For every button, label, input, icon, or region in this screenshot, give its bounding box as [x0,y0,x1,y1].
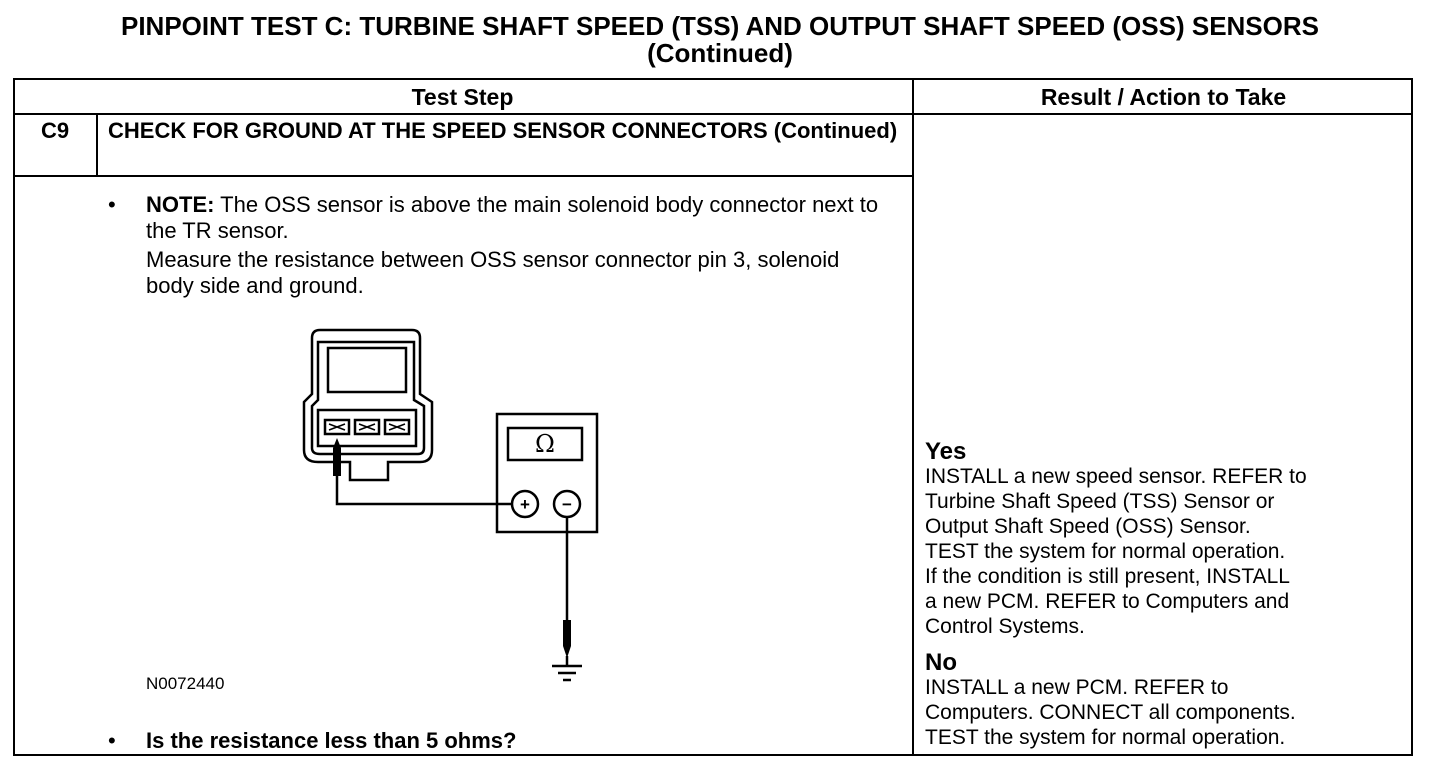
connector-pin-3 [383,418,411,436]
negative-probe-tip [563,620,571,658]
column-divider [912,78,914,756]
no-line-2: Computers. CONNECT all components. [925,701,1296,724]
bullet-2: • [108,728,116,753]
connector-pin-area [316,408,418,448]
multimeter-display [506,426,584,462]
ground-symbol [552,656,582,682]
positive-lead-wire [335,472,512,506]
step-id-divider [96,113,98,175]
yes-line-7: Control Systems. [925,615,1085,638]
figure-id: N0072440 [146,674,225,693]
yes-label: Yes [925,438,967,465]
result-yes: Yes INSTALL a new speed sensor. REFER to… [925,440,1405,639]
yes-line-3: Output Shaft Speed (OSS) Sensor. [925,515,1251,538]
question-text: Is the resistance less than 5 ohms? [146,728,517,753]
note-label: NOTE: [146,192,215,217]
header-test-step: Test Step [411,84,514,110]
multimeter-body [495,412,599,534]
header-divider [13,113,1413,115]
instruction-text: Measure the resistance between OSS senso… [146,247,840,298]
bullet-1: • [108,192,116,217]
yes-line-4: TEST the system for normal operation. [925,540,1286,563]
connector-pin-3-mark [388,423,406,431]
note-text: The OSS sensor is above the main solenoi… [146,192,879,243]
no-label: No [925,649,957,676]
connector-body-outline [302,328,434,482]
step-title: CHECK FOR GROUND AT THE SPEED SENSOR CON… [108,118,898,143]
page-subtitle: (Continued) [647,38,793,68]
result-no: No INSTALL a new PCM. REFER to Computers… [925,651,1405,750]
note-paragraph: NOTE: The OSS sensor is above the main s… [146,192,886,244]
meter-minus-label: − [562,495,572,514]
connector-pin-1-mark [328,423,346,431]
connector-pin-2 [353,418,381,436]
step-id: C9 [40,118,70,143]
no-line-3: TEST the system for normal operation. [925,726,1286,749]
yes-line-5: If the condition is still present, INSTA… [925,565,1290,588]
connector-pin-2-mark [358,423,376,431]
step-title-divider [13,175,913,177]
connector-inner-outline [310,340,426,456]
meter-ohm-symbol: Ω [535,430,555,458]
yes-line-1: INSTALL a new speed sensor. REFER to [925,465,1307,488]
yes-line-6: a new PCM. REFER to Computers and [925,590,1290,613]
yes-line-2: Turbine Shaft Speed (TSS) Sensor or [925,490,1275,513]
no-line-1: INSTALL a new PCM. REFER to [925,676,1229,699]
meter-plus-label: + [520,495,530,514]
positive-probe-tip [333,438,341,476]
page-title: PINPOINT TEST C: TURBINE SHAFT SPEED (TS… [120,11,1319,41]
connector-pin-1 [323,418,351,436]
header-result: Result / Action to Take [1040,84,1287,110]
connector-window [326,346,408,394]
connector-diagram: Ω + − [302,328,599,682]
test-table [13,78,1413,756]
